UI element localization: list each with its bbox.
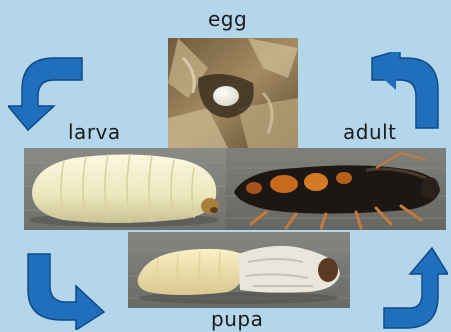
stage-label-pupa: pupa [211,308,263,330]
egg-photo [168,38,298,148]
pupa-photo [128,232,350,308]
stage-label-egg: egg [208,8,247,30]
curved-arrow-icon [380,244,448,330]
larva-photo [24,148,230,230]
curved-arrow-icon [8,52,88,132]
adult-photo [226,148,446,230]
curved-arrow-icon [24,250,108,330]
curved-arrow-icon [366,52,446,132]
